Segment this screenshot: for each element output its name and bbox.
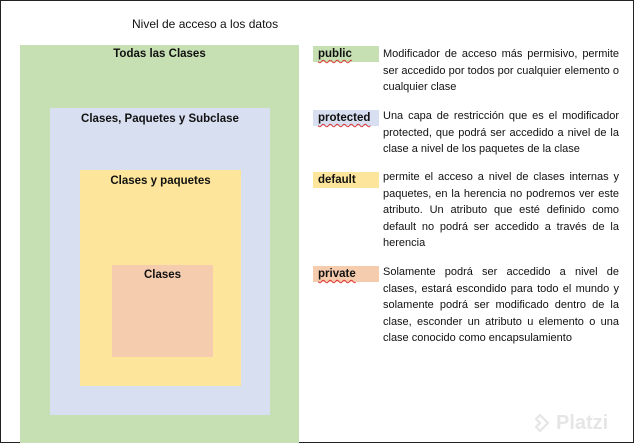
modifier-name-public: public <box>318 48 352 60</box>
platzi-watermark: Platzi <box>530 412 608 435</box>
modifier-name-default: default <box>318 174 356 186</box>
modifier-tag-public: public <box>313 46 379 62</box>
box-label-clases: Clases <box>143 269 182 281</box>
modifier-tag-default: default <box>313 172 379 188</box>
modifier-description-private: Solamente podrá ser accedido a nivel de … <box>383 266 619 344</box>
box-label-clases-y-paquetes: Clases y paquetes <box>110 175 211 187</box>
watermark-text: Platzi <box>556 412 609 434</box>
platzi-logo-icon <box>534 413 550 432</box>
modifier-tag-protected: protected <box>313 110 379 126</box>
modifier-description-public: Modificador de acceso más permisivo, per… <box>383 48 619 93</box>
modifier-name-private: private <box>318 268 356 280</box>
box-label-clases-paquetes-subclase: Clases, Paquetes y Subclase <box>81 113 239 125</box>
modifier-description-protected: Una capa de restricción que es el modifi… <box>383 110 619 155</box>
modifier-description-default: permite el acceso a nivel de clases inte… <box>383 171 619 249</box>
modifier-name-protected: protected <box>318 112 371 124</box>
diagram-title: Nivel de acceso a los datos <box>132 17 279 31</box>
box-label-todas-las-clases: Todas las Clases <box>113 48 206 60</box>
modifier-tag-private: private <box>313 266 379 282</box>
box-clases: Clases <box>112 265 213 357</box>
